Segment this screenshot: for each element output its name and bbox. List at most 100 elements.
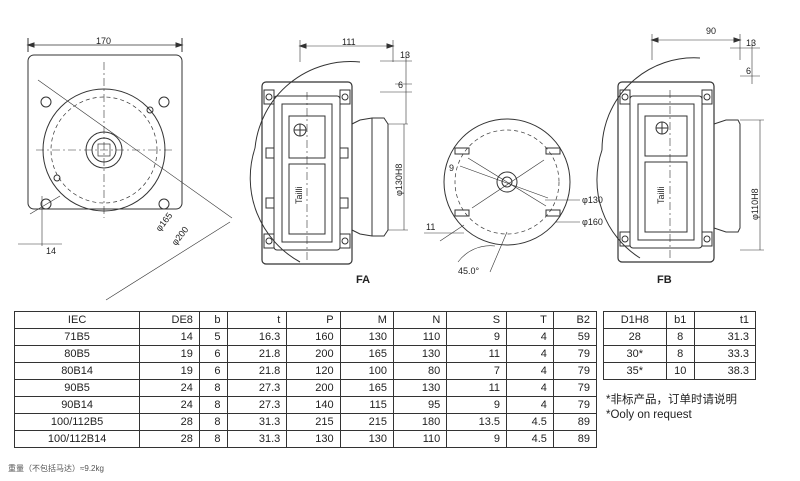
header-t1: t1 <box>693 311 757 329</box>
table-cell: 28 <box>603 328 667 346</box>
table-header-row: IEC DE8 b t P M N S T B2 <box>13 311 598 329</box>
table-cell: 19 <box>139 362 200 380</box>
fb-view <box>596 34 764 263</box>
header-t: t <box>226 311 288 329</box>
table-cell: 130 <box>392 379 448 397</box>
table-cell: 80 <box>392 362 448 380</box>
table-cell: 215 <box>339 413 394 431</box>
fb-label: FB <box>657 274 672 286</box>
header-t-col: T <box>506 311 554 329</box>
dim-11: 11 <box>426 222 435 232</box>
table-cell: 21.8 <box>226 362 288 380</box>
header-iec: IEC <box>13 311 141 329</box>
table-cell: 28 <box>139 430 200 448</box>
dim-14: 14 <box>46 246 56 256</box>
table-cell: 14 <box>139 328 200 346</box>
table-cell: 31.3 <box>226 430 288 448</box>
table-header-row: D1H8 b1 t1 <box>603 311 757 329</box>
dim-6-fa: 6 <box>398 80 403 90</box>
dim-6-fb: 6 <box>746 66 751 76</box>
dim-phi200: φ200 <box>170 225 191 248</box>
table-cell: 13.5 <box>446 413 508 431</box>
table-cell: 19 <box>139 345 200 363</box>
header-p: P <box>286 311 341 329</box>
table-cell: 4 <box>506 328 554 346</box>
table-cell: 7 <box>446 362 508 380</box>
table-cell: 79 <box>552 362 598 380</box>
table-cell: 30* <box>603 345 667 363</box>
table-cell: 4.5 <box>506 430 554 448</box>
table-cell: 100/112B14 <box>13 430 141 448</box>
brand-label-fa: Tailli <box>294 186 304 204</box>
dim-45deg: 45.0° <box>458 266 480 276</box>
table-cell: 24 <box>139 379 200 397</box>
fa-label: FA <box>356 274 370 286</box>
table-cell: 120 <box>286 362 341 380</box>
dim-90: 90 <box>706 26 716 36</box>
notes: *非标产品，订单时请说明 *Ooly on request <box>606 393 737 423</box>
table-cell: 8 <box>198 430 228 448</box>
table-cell: 110 <box>392 328 448 346</box>
dim-phi160: φ160 <box>582 217 603 227</box>
table-cell: 95 <box>392 396 448 414</box>
table-cell: 8 <box>665 328 695 346</box>
header-de8: DE8 <box>139 311 200 329</box>
table-cell: 89 <box>552 413 598 431</box>
table-cell: 31.3 <box>693 328 757 346</box>
note-english: *Ooly on request <box>606 409 692 421</box>
table-cell: 27.3 <box>226 396 288 414</box>
table-cell: 9 <box>446 430 508 448</box>
table-cell: 200 <box>286 345 341 363</box>
table-cell: 4 <box>506 396 554 414</box>
dim-phi110h8: φ110H8 <box>750 188 760 220</box>
note-chinese: *非标产品，订单时请说明 <box>606 394 737 406</box>
brand-label-fb: Tailli <box>656 186 666 204</box>
table-cell: 24 <box>139 396 200 414</box>
dim-9: 9 <box>449 163 454 173</box>
table-cell: 10 <box>665 362 695 380</box>
table-cell: 9 <box>446 396 508 414</box>
dim-170: 170 <box>96 36 111 46</box>
header-d1h8: D1H8 <box>603 311 667 329</box>
table-cell: 38.3 <box>693 362 757 380</box>
table-cell: 11 <box>446 345 508 363</box>
header-b1: b1 <box>665 311 695 329</box>
table-cell: 180 <box>392 413 448 431</box>
dim-111: 111 <box>342 37 356 47</box>
table-cell: 80B14 <box>13 362 141 380</box>
table-cell: 79 <box>552 379 598 397</box>
table-cell: 79 <box>552 345 598 363</box>
table-cell: 16.3 <box>226 328 288 346</box>
table-cell: 4 <box>506 379 554 397</box>
table-cell: 200 <box>286 379 341 397</box>
table-cell: 8 <box>198 413 228 431</box>
table-cell: 8 <box>665 345 695 363</box>
table-cell: 5 <box>198 328 228 346</box>
table-cell: 4 <box>506 345 554 363</box>
table-cell: 35* <box>603 362 667 380</box>
table-cell: 80B5 <box>13 345 141 363</box>
table-cell: 110 <box>392 430 448 448</box>
dim-phi165: φ165 <box>154 211 175 234</box>
table-cell: 9 <box>446 328 508 346</box>
table-cell: 89 <box>552 430 598 448</box>
table-cell: 130 <box>286 430 341 448</box>
fa-view <box>249 40 412 265</box>
table-cell: 21.8 <box>226 345 288 363</box>
round-flange-view <box>424 118 580 273</box>
table-cell: 90B14 <box>13 396 141 414</box>
table-cell: 31.3 <box>226 413 288 431</box>
table-cell: 115 <box>339 396 394 414</box>
flange-view <box>18 38 233 301</box>
header-b2: B2 <box>552 311 598 329</box>
